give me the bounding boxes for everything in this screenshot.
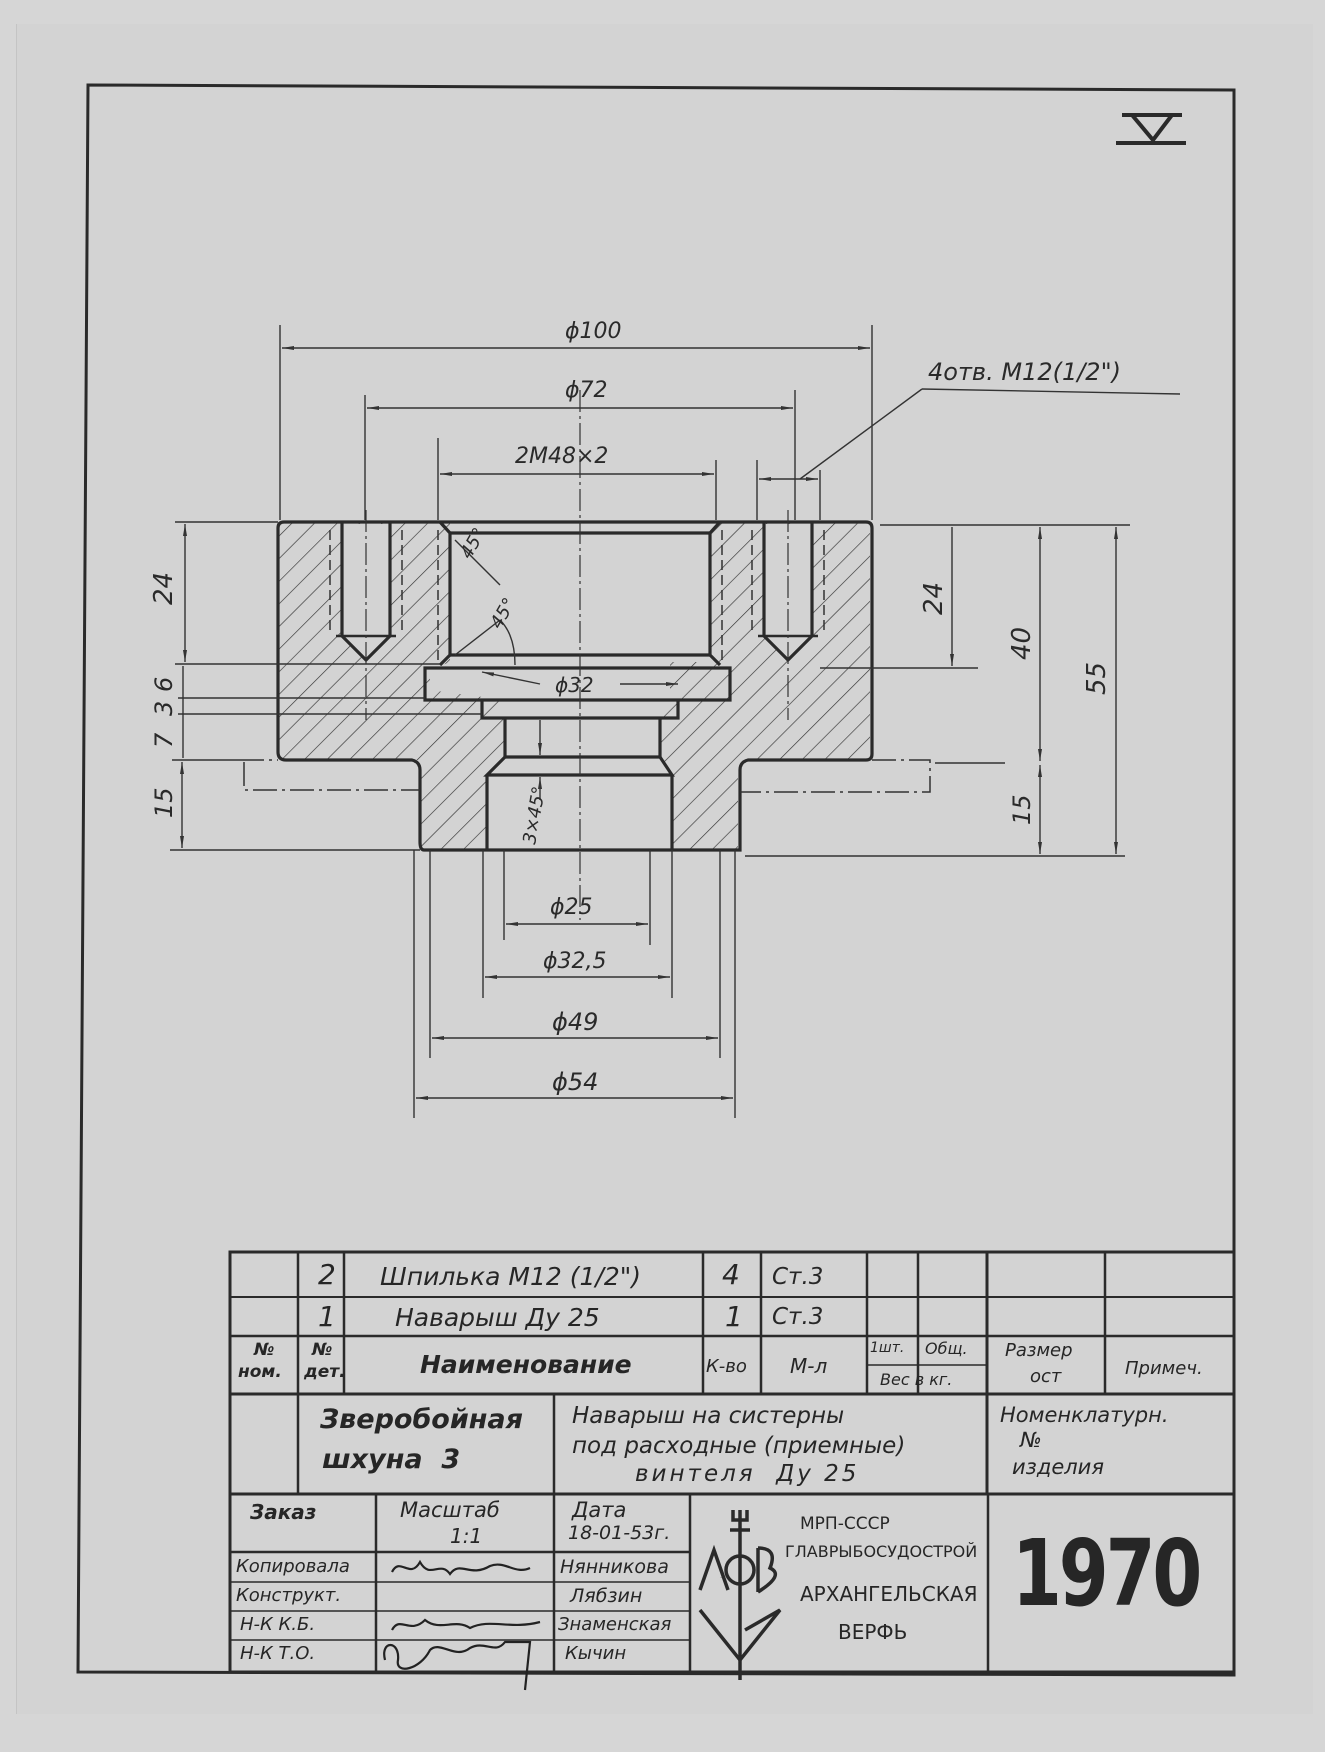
dim-left-24: 24 <box>149 572 179 605</box>
date-label: Дата <box>572 1498 627 1522</box>
header-nom-1: № <box>254 1340 275 1360</box>
sig-name-2: Лябзин <box>570 1585 643 1607</box>
dim-phi49: ϕ49 <box>552 1008 598 1036</box>
sig-role-4: Н-К Т.О. <box>240 1643 316 1664</box>
dim-thread: 2M48×2 <box>515 444 608 469</box>
spec-row-2-qty: 1 <box>725 1300 743 1333</box>
org-line-2: ГЛАВРЫБОСУДОСТРОЙ <box>785 1542 978 1561</box>
header-name: Наименование <box>420 1350 632 1379</box>
org-line-1: МРП-СССР <box>800 1514 890 1534</box>
dim-phi32-5: ϕ32,5 <box>543 949 607 974</box>
sig-role-1: Копировала <box>236 1556 350 1577</box>
sig-role-3: Н-К К.Б. <box>240 1614 316 1635</box>
surface-finish-icon <box>1116 113 1186 145</box>
drawing-title-2: под расходные (приемные) <box>572 1433 906 1459</box>
dim-phi54: ϕ54 <box>552 1068 598 1096</box>
title-block-grid <box>228 1250 1236 1674</box>
sig-role-2: Конструкт. <box>236 1585 342 1606</box>
header-nom-2: ном. <box>238 1362 282 1382</box>
header-material: М-л <box>790 1354 828 1378</box>
holes-note: 4отв. M12(1/2") <box>928 358 1121 386</box>
signature-scribbles <box>383 1559 541 1691</box>
dim-left-15: 15 <box>150 787 178 818</box>
header-size-1: Размер <box>1005 1340 1073 1361</box>
header-size-2: ост <box>1030 1366 1062 1387</box>
sig-name-3: Знаменская <box>558 1614 672 1635</box>
dim-phi25: ϕ25 <box>550 895 593 920</box>
drawing-title-1: Наварыш на систерны <box>572 1403 845 1429</box>
header-det-1: № <box>312 1340 333 1360</box>
spec-row-2-det: 1 <box>318 1300 336 1333</box>
logo-text: АСВ <box>719 1576 722 1579</box>
nomenclature-2: № <box>1020 1428 1042 1452</box>
angle-45-top: 45° <box>456 524 490 562</box>
dim-right-40: 40 <box>1007 627 1037 660</box>
top-dimensions <box>279 325 1181 520</box>
vessel-name-2: шхуна 3 <box>322 1444 461 1475</box>
dim-left-6: 6 <box>150 677 178 692</box>
dim-left-7: 7 <box>150 732 178 748</box>
part-section: 45° 45° 3×45° <box>240 390 931 920</box>
drawing-title-3: винтеля Ду 25 <box>635 1461 860 1487</box>
dim-left-3: 3 <box>150 701 178 716</box>
org-line-3: АРХАНГЕЛЬСКАЯ <box>800 1582 978 1606</box>
sig-name-1: Нянникова <box>560 1556 669 1578</box>
nomenclature-3: изделия <box>1012 1455 1104 1479</box>
dim-phi100: ϕ100 <box>565 319 622 344</box>
left-dimensions <box>170 521 482 851</box>
spec-row-1-det: 2 <box>318 1258 336 1291</box>
dim-right-15: 15 <box>1008 794 1036 825</box>
nomenclature-1: Номенклатурн. <box>1000 1403 1169 1427</box>
header-det-2: дет. <box>304 1362 346 1382</box>
header-qty: К-во <box>706 1356 747 1377</box>
sig-name-4: Кычин <box>565 1643 627 1664</box>
order-label: Заказ <box>250 1500 317 1524</box>
drawing-frame <box>76 83 1236 1677</box>
shipyard-logo-icon <box>698 1510 782 1680</box>
drawing-number: 1970 <box>1012 1520 1202 1627</box>
right-dimensions <box>745 524 1130 857</box>
dim-phi32: ϕ32 <box>555 673 594 697</box>
dim-phi72: ϕ72 <box>565 378 608 403</box>
spec-row-1-name: Шпилька M12 (1/2") <box>380 1262 641 1291</box>
drawing-sheet <box>16 24 1313 1714</box>
spec-row-2-material: Ст.3 <box>772 1304 824 1330</box>
dim-right-55: 55 <box>1082 662 1112 695</box>
spec-row-2-name: Наварыш Ду 25 <box>395 1303 600 1332</box>
header-note: Примеч. <box>1125 1358 1203 1379</box>
header-weight-total: Общ. <box>925 1339 968 1358</box>
scale-label: Масштаб <box>400 1498 500 1522</box>
org-line-4: ВЕРФЬ <box>838 1620 908 1644</box>
dim-right-24: 24 <box>919 582 949 615</box>
header-weight-unit: Вес в кг. <box>880 1370 953 1389</box>
date-value: 18-01-53г. <box>568 1522 671 1544</box>
bottom-dimensions <box>413 850 736 1118</box>
scale-value: 1:1 <box>450 1524 483 1548</box>
vessel-name-1: Зверобойная <box>320 1404 523 1435</box>
chamfer-dim: 3×45° <box>519 785 550 846</box>
spec-row-1-material: Ст.3 <box>772 1264 824 1290</box>
header-weight-one: 1шт. <box>870 1340 905 1356</box>
spec-row-1-qty: 4 <box>722 1258 740 1291</box>
